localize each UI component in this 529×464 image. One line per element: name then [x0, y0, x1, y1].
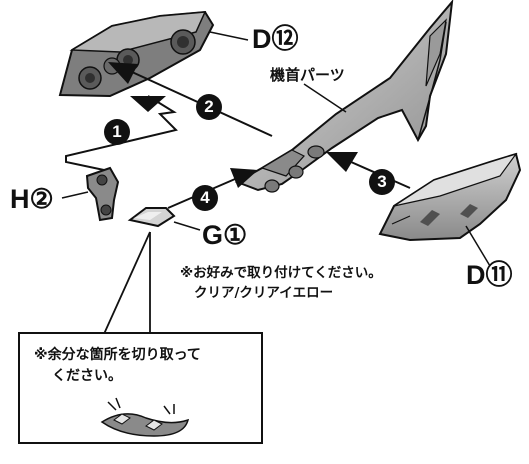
- d12-leader-line: [209, 31, 249, 41]
- g1-leader-line: [173, 221, 201, 231]
- step-badge-1: 1: [104, 119, 130, 145]
- callout-line-2: ください。: [52, 368, 122, 384]
- part-label-h2: H②: [10, 184, 54, 214]
- callout-line-1: ※余分な箇所を切り取って: [34, 347, 201, 363]
- step3-arrow: [326, 152, 411, 189]
- d11-part: [378, 152, 522, 242]
- step2-arrow: [108, 62, 273, 137]
- step-badge-4: 4: [192, 185, 218, 211]
- g1-note-line-1: ※お好みで取り付けてください。: [180, 265, 382, 281]
- h2-part: [85, 166, 120, 222]
- trim-illustration: [100, 397, 190, 437]
- nose-part-label: 機首パーツ: [270, 66, 345, 84]
- callout-pointer-left: [103, 231, 151, 335]
- g1-part: [127, 207, 176, 228]
- part-label-g1: G①: [202, 220, 248, 250]
- step-badge-3: 3: [369, 169, 395, 195]
- g1-note-line-2: クリア/クリアイエロー: [194, 285, 334, 301]
- step1-path: [65, 95, 178, 171]
- part-label-d12: D⑫: [252, 24, 299, 54]
- nose-part: [234, 0, 454, 193]
- d12-part: [58, 10, 215, 98]
- trim-callout-box: ※余分な箇所を切り取って ください。: [18, 332, 263, 444]
- h2-leader-line: [61, 191, 89, 199]
- nose-leader-line: [303, 83, 347, 113]
- part-label-d11: D⑪: [466, 260, 513, 290]
- trim-callout-text: ※余分な箇所を切り取って ください。: [34, 345, 201, 387]
- d11-leader-line: [465, 225, 491, 267]
- step-badge-2: 2: [196, 94, 222, 120]
